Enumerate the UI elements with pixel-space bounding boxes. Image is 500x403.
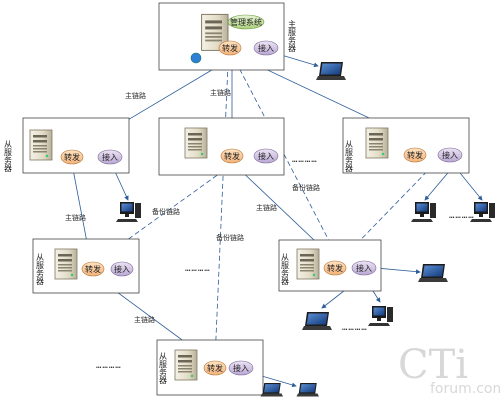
desktop-icon	[411, 202, 436, 222]
link-label-main-3: 主链路	[65, 213, 86, 222]
main-access-node	[253, 40, 279, 56]
slave-server-box-mid-right: 转发 接入	[278, 239, 382, 292]
slave-server-box-mid-left: 转发 接入	[32, 238, 140, 294]
forward-label-right: 转发	[407, 150, 423, 160]
forward-label-mid-left: 转发	[85, 264, 101, 274]
slave-server-label-mid-left: 从服务器	[36, 253, 45, 286]
link-label-main-4: 主链路	[256, 203, 277, 212]
slave-server-label-left: 从服务器	[4, 140, 13, 173]
access-node-mid-left	[110, 261, 134, 277]
link-label-main-1: 主链路	[125, 91, 146, 100]
access-label-mid-left: 接入	[114, 264, 130, 274]
slave-server-box-center: 转发 接入	[158, 117, 285, 176]
slave-server-label-right: 从服务器	[345, 140, 354, 173]
main-server-label: 主服务器	[288, 19, 297, 53]
main-access-label: 接入	[258, 43, 274, 53]
management-system-node	[227, 14, 265, 30]
forward-node-right	[403, 147, 427, 163]
access-label-center: 接入	[258, 151, 274, 161]
ellipsis-mid-row: …………	[185, 264, 211, 274]
main-forward-node	[218, 40, 242, 56]
forward-node-mid-right	[323, 260, 347, 276]
client-link-main	[277, 52, 319, 68]
link-label-main-2: 主链路	[210, 88, 231, 97]
ellipsis-bottom-row: …………	[96, 361, 122, 371]
slave-server-box-bottom: 转发 接入	[156, 339, 264, 396]
slave-server-box-right: 转发 接入	[342, 117, 470, 174]
link-label-backup-3: 备份链路	[216, 233, 244, 242]
forward-label-mid-right: 转发	[327, 263, 343, 273]
ellipsis-right-clients: …………	[449, 211, 475, 221]
slave-server-label-mid-right: 从服务器	[281, 253, 290, 286]
access-node-right	[437, 147, 463, 163]
globe-icon	[190, 52, 202, 64]
cti-forum-watermark: CTi forum.com	[398, 342, 500, 397]
link-label-backup-1: 备份链路	[292, 183, 320, 192]
link-label-main-5: 主链路	[134, 315, 155, 324]
laptop-icon	[418, 264, 448, 282]
access-node-mid-right	[351, 260, 377, 276]
link-label-backup-2: 备份链路	[152, 207, 180, 216]
management-system-label: 管理系统	[230, 17, 262, 27]
laptop-icon	[316, 62, 346, 80]
main-server-box: 管理系统 转发 接入	[158, 2, 285, 71]
main-forward-label: 转发	[222, 43, 238, 53]
forward-label-left: 转发	[64, 152, 80, 162]
access-node-bottom	[228, 360, 254, 376]
laptop-icon	[260, 383, 283, 397]
laptop-icon	[302, 312, 332, 330]
forward-node-bottom	[203, 360, 227, 376]
forward-node-center	[220, 148, 244, 164]
ellipsis-mid-right-clients: …………	[342, 323, 368, 333]
desktop-icon	[116, 202, 141, 222]
desktop-icon	[368, 306, 393, 326]
slave-server-box-left: 转发 接入	[22, 117, 130, 174]
ellipsis-top-row: …………	[292, 155, 318, 165]
access-label-bottom: 接入	[233, 363, 249, 373]
slave-server-label-bottom: 从服务器	[159, 352, 168, 385]
forward-label-center: 转发	[224, 151, 240, 161]
forward-node-left	[60, 149, 84, 165]
laptop-icon	[296, 383, 319, 397]
client-link-r1	[375, 265, 421, 275]
forward-label-bottom: 转发	[207, 363, 223, 373]
watermark-site: forum.com	[430, 381, 500, 397]
access-node-left	[97, 149, 123, 165]
forward-node-mid-left	[81, 261, 105, 277]
backup-link-1	[235, 61, 339, 259]
access-label-left: 接入	[102, 152, 118, 162]
access-label-mid-right: 接入	[356, 263, 372, 273]
backup-link-3	[212, 63, 229, 361]
watermark-brand: CTi	[398, 342, 468, 388]
access-label-right: 接入	[442, 150, 458, 160]
access-node-center	[253, 148, 279, 164]
